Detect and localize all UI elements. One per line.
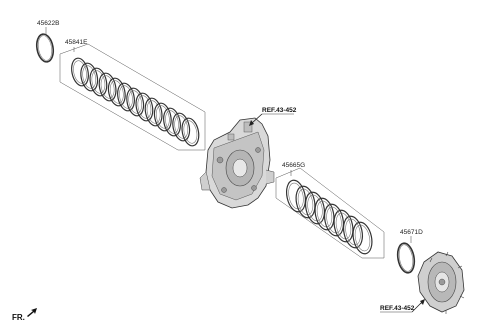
ref-label-top[interactable]: REF.43-452 (262, 107, 297, 114)
front-arrow-icon (27, 308, 37, 317)
arrowhead-icon-bottom (420, 299, 425, 305)
upper-pack-disc (89, 67, 108, 97)
upper-pack-disc (71, 57, 89, 87)
box-45841e (59, 43, 206, 151)
upper-pack-disc (153, 102, 172, 132)
leader-arrow-icon-bottom (411, 301, 423, 313)
disc-pack-45665g[interactable] (284, 178, 375, 255)
upper-pack-disc (163, 107, 181, 137)
leader-arrow-icon (251, 113, 263, 124)
upper-pack-disc (144, 97, 163, 127)
upper-pack-disc (172, 112, 191, 142)
upper-pack-disc (126, 87, 145, 117)
upper-pack-disc (80, 62, 99, 92)
label-45622b: 45622B (37, 20, 59, 27)
upper-pack-disc (107, 77, 126, 107)
upper-pack-disc (98, 72, 117, 102)
upper-pack-disc (135, 92, 154, 122)
snap-ring-45671d[interactable] (396, 242, 417, 274)
clutch-cover[interactable] (417, 251, 465, 314)
upper-pack-disc (181, 117, 200, 147)
transmission-case[interactable] (199, 117, 275, 209)
ref-label-bottom[interactable]: REF.43-452 (380, 305, 415, 312)
label-45841e: 45841E (65, 39, 88, 46)
box-45665g (275, 167, 385, 259)
label-45671d: 45671D (400, 229, 423, 236)
snap-ring-45622b[interactable] (35, 33, 56, 63)
label-45665g: 45665G (282, 162, 305, 169)
front-label: FR. (12, 313, 25, 322)
lower-pack-disc (352, 221, 373, 255)
disc-pack-45841e[interactable] (69, 57, 201, 148)
upper-pack-disc (117, 82, 135, 112)
arrowhead-icon (249, 120, 254, 126)
